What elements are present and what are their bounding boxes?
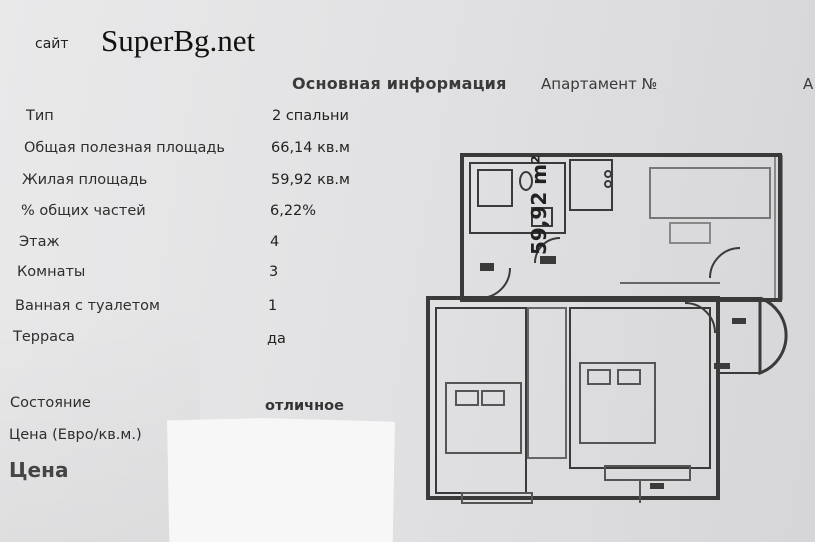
sink-icon (531, 207, 553, 227)
paper-shadow (0, 300, 200, 542)
kitchen-counter (569, 159, 613, 211)
terrace-walls (720, 297, 761, 374)
detail-value-rooms: 3 (269, 264, 279, 280)
bottom-window (461, 492, 533, 504)
room-label-mark (732, 318, 746, 324)
room-label-mark (714, 363, 730, 369)
detail-label-floor: Этаж (19, 234, 60, 250)
detail-label-total-area: Общая полезная площадь (24, 140, 225, 156)
section-title: Основная информация (292, 74, 507, 93)
bottom-window (604, 465, 691, 481)
detail-label-condition: Состояние (10, 395, 91, 411)
detail-label-price-per-sqm: Цена (Евро/кв.м.) (9, 427, 142, 443)
toilet-icon (519, 171, 533, 191)
pillow-icon (587, 369, 611, 385)
bed-1-icon (445, 382, 522, 454)
bedroom-2-walls (569, 307, 711, 469)
terrace-curve (758, 296, 788, 376)
hallway-closet (527, 307, 567, 459)
detail-value-floor: 4 (270, 234, 280, 250)
detail-value-terrace: да (267, 331, 286, 347)
bed-2-icon (579, 362, 656, 444)
pillow-icon (617, 369, 641, 385)
detail-label-type: Тип (26, 108, 54, 124)
detail-label-rooms: Комнаты (17, 264, 86, 280)
detail-value-bathroom: 1 (268, 298, 278, 314)
detail-label-living-area: Жилая площадь (22, 172, 148, 188)
detail-label-common-parts: % общих частей (21, 203, 146, 219)
detail-label-terrace: Терраса (13, 329, 75, 345)
lower-block-walls (426, 296, 720, 500)
shower-icon (477, 169, 513, 207)
detail-value-total-area: 66,14 кв.м (271, 140, 350, 156)
room-label-mark (650, 483, 664, 489)
detail-label-bathroom: Ванная с туалетом (15, 298, 160, 314)
pillow-icon (481, 390, 505, 406)
sofa-icon (649, 167, 771, 219)
price-label: Цена (9, 458, 69, 482)
pillow-icon (455, 390, 479, 406)
floor-plan (420, 148, 815, 542)
door-arc (534, 237, 561, 264)
covering-paper-sticker (167, 418, 395, 542)
detail-value-condition: отличное (265, 398, 344, 414)
door-arc (479, 267, 511, 299)
cut-off-letter: А (803, 75, 814, 93)
site-name: SuperBg.net (101, 23, 256, 58)
site-label: сайт (35, 36, 69, 52)
bathroom-walls (469, 162, 566, 234)
detail-value-living-area: 59,92 кв.м (271, 172, 350, 188)
room-label-mark (480, 263, 494, 271)
detail-value-common-parts: 6,22% (270, 203, 317, 219)
coffee-table-icon (669, 222, 711, 244)
stove-burner-icon (604, 180, 612, 188)
section-subtitle: Апартамент № (541, 75, 658, 93)
detail-value-type: 2 спальни (272, 108, 349, 124)
door-arc (709, 247, 741, 279)
upper-block-walls (460, 153, 782, 302)
floor-plan-area-badge: 59,92 m² (527, 155, 551, 255)
door-arc (684, 302, 716, 334)
floor-plan-drawing (426, 153, 788, 504)
room-label-mark (540, 256, 556, 264)
stove-burner-icon (604, 170, 612, 178)
